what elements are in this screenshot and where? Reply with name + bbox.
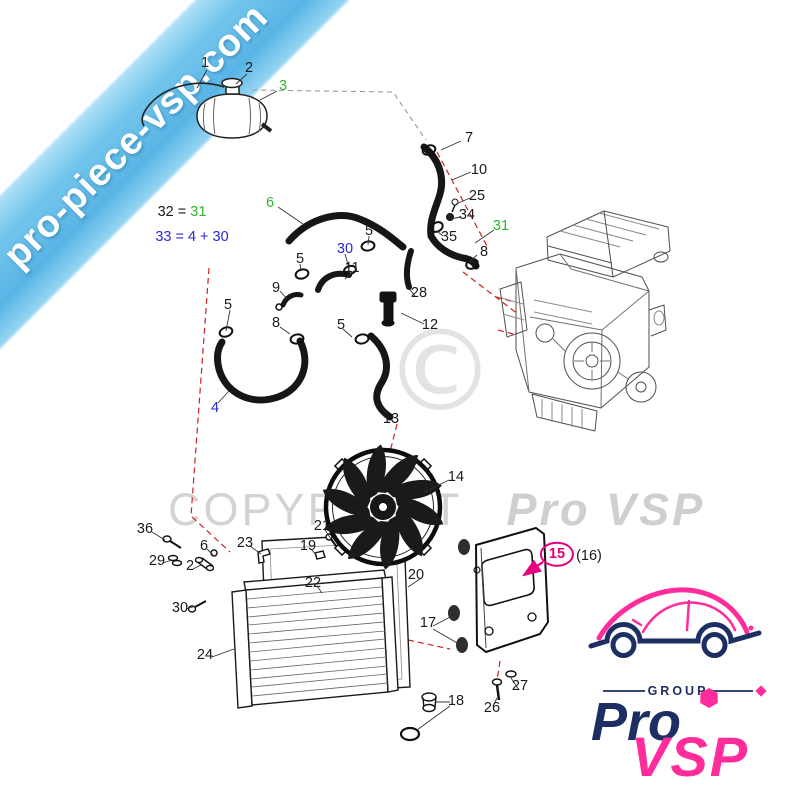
cooling-fan: [322, 444, 444, 570]
hose-10: [420, 143, 446, 240]
part-label-15: 15: [539, 541, 575, 567]
part-label-2: 2: [185, 557, 195, 574]
part-label-4: 4: [210, 399, 220, 416]
part-label-31: 31: [492, 217, 510, 234]
hose-6: [285, 212, 407, 251]
expansion-tank: [141, 77, 273, 139]
hose-clamps: [218, 144, 479, 345]
part-label-3: 3: [278, 77, 288, 94]
part-label-5: 5: [364, 222, 374, 239]
part-label-25: 25: [468, 187, 486, 204]
headlight-dot: [748, 625, 754, 631]
part-label-1: 1: [200, 54, 210, 71]
part-label-29: 29: [148, 552, 166, 569]
part-label-14: 14: [447, 468, 465, 485]
copyright-watermark-right: Pro VSP: [506, 484, 706, 535]
bracket-9-eye: [275, 303, 283, 311]
car-illustration: [588, 587, 762, 658]
part-label-13: 13: [382, 410, 400, 427]
radiator: [231, 569, 399, 709]
part-label-34: 34: [458, 206, 476, 223]
part-label-26: 26: [483, 699, 501, 716]
part-label-23: 23: [236, 534, 254, 551]
part-label-17: 17: [419, 614, 437, 631]
copyright-symbol-watermark: ©: [384, 307, 496, 437]
part-label-5: 5: [223, 296, 233, 313]
part-label-8: 8: [479, 243, 489, 260]
tee-fitting-12: [379, 291, 397, 327]
hose-28: [403, 248, 414, 290]
logo-vsp-text: VSP: [631, 725, 749, 783]
overflow-hose: [141, 82, 225, 127]
part-label-9: 9: [271, 279, 281, 296]
red-dashed-guides: [190, 151, 519, 682]
small-hardware: [162, 533, 517, 742]
hose-13: [367, 332, 394, 421]
tank-cap: [221, 77, 243, 89]
part-label-22: 22: [304, 574, 322, 591]
part-label-7: 7: [464, 129, 474, 146]
part-label-6: 6: [199, 537, 209, 554]
gray-dashed-guides: [251, 89, 427, 141]
part-label-35: 35: [440, 228, 458, 245]
mounting-bracket-plate: [448, 527, 549, 653]
engine-illustration: [499, 210, 671, 432]
part-label-12: 12: [421, 316, 439, 333]
part-label-5: 5: [295, 250, 305, 267]
part-label-11: 11: [344, 259, 360, 276]
part-label-19: 19: [299, 537, 317, 554]
part-label-30: 30: [171, 599, 189, 616]
radiator-fins: [246, 586, 389, 697]
hose-4: [214, 337, 309, 404]
logo-group-text: GROUP: [648, 684, 709, 698]
part-label-28: 28: [410, 284, 428, 301]
part-label-21: 21: [313, 517, 331, 534]
provsp-logo: GROUP Pro VSP: [588, 587, 767, 783]
part-label-18: 18: [447, 692, 465, 709]
part-label-27: 27: [511, 677, 529, 694]
tank-outlet: [260, 122, 273, 133]
part-label-33=4+30: 33 = 4 + 30: [155, 228, 229, 245]
part-label-20: 20: [407, 566, 425, 583]
pipe-9: [280, 292, 304, 308]
part-label-8: 8: [271, 314, 281, 331]
leader-lines: [151, 69, 520, 731]
part-label-36: 36: [136, 520, 154, 537]
item-15-arrow: [522, 559, 544, 577]
logo-pro-text: Pro: [591, 692, 681, 752]
part-label-(16): (16): [576, 547, 602, 564]
part-label-32=31: 32 = 31: [157, 203, 207, 220]
part-label-5: 5: [336, 316, 346, 333]
part-label-6: 6: [265, 194, 275, 211]
hexagon-nut-icon: [700, 688, 718, 708]
part-label-10: 10: [470, 161, 488, 178]
part-label-2: 2: [244, 59, 254, 76]
hose-31: [427, 232, 480, 270]
part-label-24: 24: [196, 646, 214, 663]
part-label-30: 30: [336, 240, 354, 257]
logo-group-bar: GROUP: [603, 684, 767, 698]
